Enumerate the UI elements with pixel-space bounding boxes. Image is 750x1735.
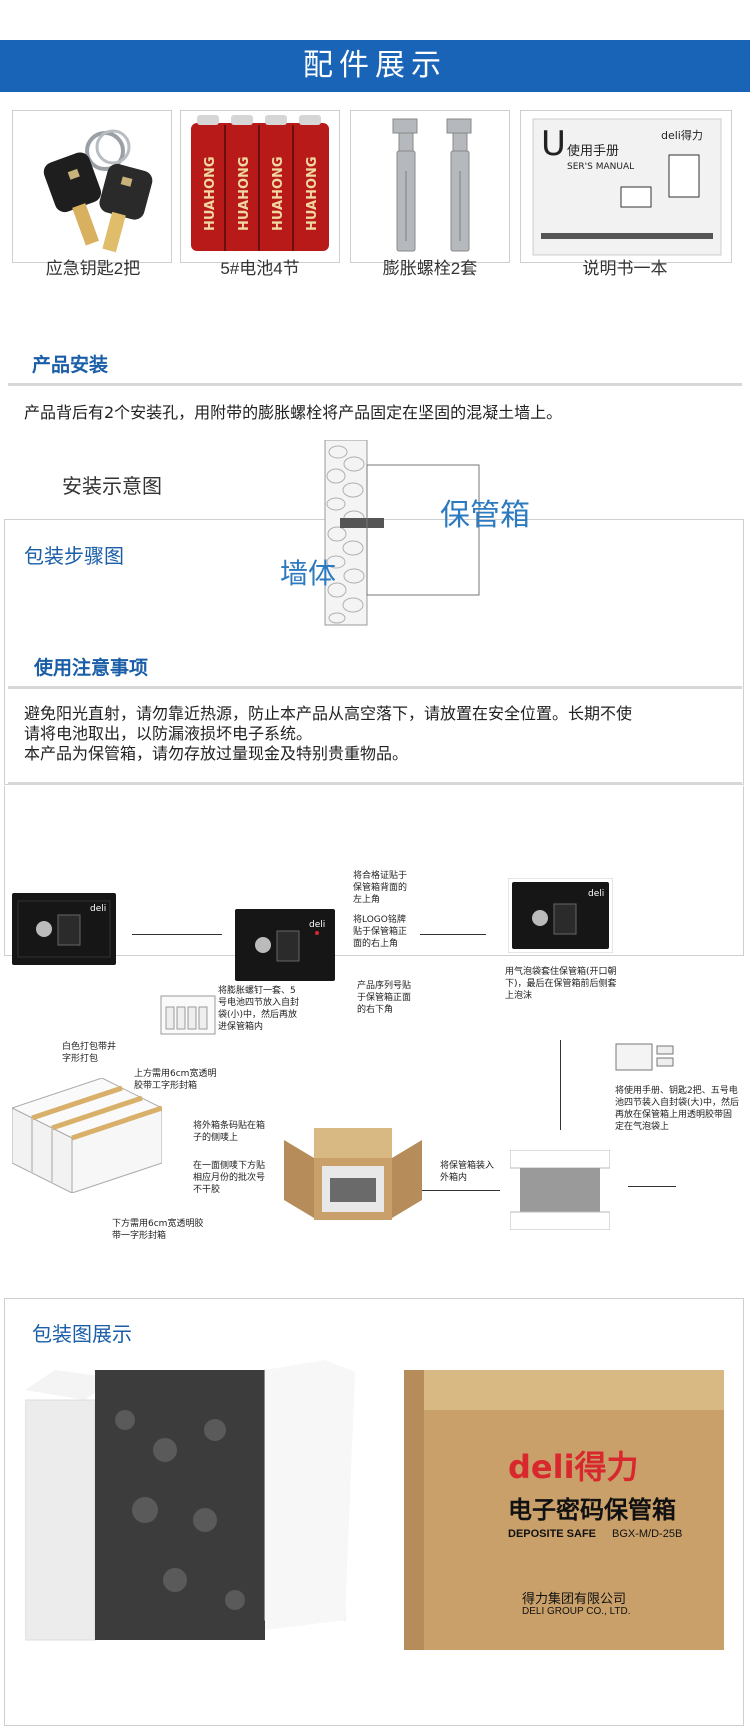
divider [8,383,742,386]
packed-carton-image [12,1078,162,1193]
step-note: 将外箱条码贴在箱子的侧唛上 [193,1121,266,1143]
manual-image: U 使用手册 SER'S MANUAL deli得力 [520,110,732,263]
package-frame [4,1298,744,1726]
safe-image: deli [508,878,613,953]
diagram-title: 安装示意图 [62,474,162,498]
carton-model: BGX-M/D-25B [612,1528,683,1540]
bolts-image [350,110,510,263]
batteries-icon: HUAHONG HUAHONG HUAHONG HUAHONG [181,111,339,262]
step-note: 上方需用6cm宽透明胶带工字形封箱 [134,1069,217,1091]
divider [8,686,742,689]
svg-text:deli: deli [90,904,106,914]
svg-text:deli得力: deli得力 [661,129,703,142]
package-title: 包装图展示 [32,1322,132,1346]
manual-icon: U 使用手册 SER'S MANUAL deli得力 [521,111,731,262]
accessory-label: 膨胀螺栓2套 [382,259,478,278]
step-note: 用气泡袋套住保管箱(开口朝下)，最后在保管箱前后侧套上泡沫 [505,967,617,1001]
section-banner: 配件展示 [0,40,750,92]
svg-text:HUAHONG: HUAHONG [305,156,320,231]
carton-product: 电子密码保管箱 [508,1496,676,1524]
batteries-image: HUAHONG HUAHONG HUAHONG HUAHONG [180,110,340,263]
flow-arrow [410,1190,500,1191]
svg-text:HUAHONG: HUAHONG [203,156,218,231]
step-note: 将合格证贴于保管箱背面的左上角 [353,871,408,905]
notes-line: 本产品为保管箱，请勿存放过量现金及特别贵重物品。 [24,744,409,763]
svg-text:使用手册: 使用手册 [567,143,619,159]
bolts-icon [351,111,509,262]
step-note: 将膨胀螺钉一套、5号电池四节放入自封袋(小)中，然后再放进保管箱内 [218,986,300,1032]
flow-arrow [132,934,222,935]
svg-text:HUAHONG: HUAHONG [271,156,286,231]
svg-text:U: U [541,124,566,164]
carton-company: 得力集团有限公司 [522,1592,627,1607]
carton-side [404,1370,424,1650]
svg-text:deli: deli [588,889,604,899]
install-title: 产品安装 [32,354,109,376]
step-note: 将保管箱装入外箱内 [440,1161,495,1183]
keys-icon [13,111,171,262]
packing-steps-title: 包装步骤图 [24,544,124,568]
flow-arrow [420,934,486,935]
safe-image: deli [235,909,335,981]
carton-package-image: deli得力 电子密码保管箱 DEPOSITE SAFE BGX-M/D-25B… [404,1370,724,1650]
carton-en: DEPOSITE SAFE [508,1528,597,1540]
svg-text:SER'S MANUAL: SER'S MANUAL [567,162,634,172]
small-bag-image [160,995,216,1035]
notes-title: 使用注意事项 [34,657,149,679]
carton-company-en: DELI GROUP CO., LTD. [522,1606,631,1617]
safe-image: deli [12,893,116,965]
svg-text:deli: deli [309,920,325,930]
install-diagram [324,440,480,626]
svg-text:HUAHONG: HUAHONG [237,156,252,231]
step-note: 在一面侧唛下方贴相应月份的批次号不干胶 [193,1161,266,1195]
carton-open-image [284,1128,422,1220]
label-box: 保管箱 [440,498,530,533]
foam-box-image [510,1150,610,1230]
accessory-label: 5#电池4节 [220,259,300,278]
accessory-label: 应急钥匙2把 [45,259,141,278]
notes-line: 避免阳光直射，请勿靠近热源，防止本产品从高空落下，请放置在安全位置。长期不使 [24,704,633,723]
step-note: 将LOGO铭牌贴于保管箱正面的右上角 [353,915,408,949]
install-text: 产品背后有2个安装孔，用附带的膨胀螺栓将产品固定在坚固的混凝土墙上。 [24,403,563,422]
steps-frame [4,786,744,956]
keys-image [12,110,172,263]
foam-package-image [25,1360,355,1641]
flow-arrow [628,1186,676,1187]
step-note: 产品序列号贴于保管箱正面的右下角 [357,981,412,1015]
divider [8,782,742,785]
carton-brand: deli得力 [508,1448,639,1486]
manual-bag-image [615,1043,674,1071]
step-note: 白色打包带井字形打包 [62,1042,117,1064]
flow-arrow [560,1040,561,1130]
step-note: 下方需用6cm宽透明胶带一字形封箱 [112,1219,204,1241]
carton-top [404,1370,724,1410]
step-note: 将使用手册、钥匙2把、五号电池四节装入自封袋(大)中，然后再放在保管箱上用透明胶… [615,1086,740,1132]
notes-line: 请将电池取出，以防漏液损坏电子系统。 [24,724,313,743]
label-wall: 墙体 [280,557,337,590]
accessory-label: 说明书一本 [582,259,668,278]
